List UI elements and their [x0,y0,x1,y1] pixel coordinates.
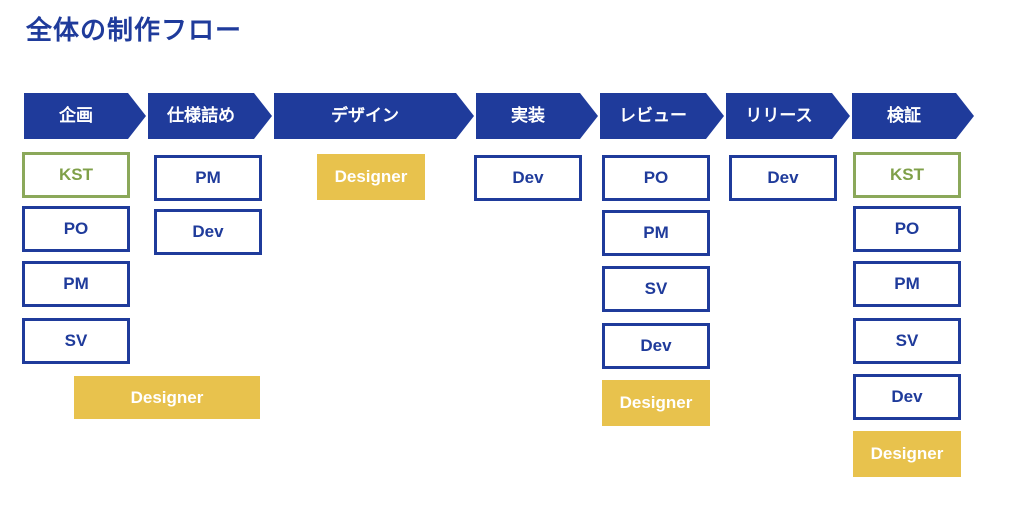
role-po: PO [602,155,710,201]
stage-label-jissou: 実装 [511,106,545,126]
stage-label-kikaku: 企画 [59,106,93,126]
stage-label-kenshou: 検証 [887,106,921,126]
role-dev: Dev [853,374,961,420]
role-dev: Dev [474,155,582,201]
role-pm: PM [22,261,130,307]
role-pm: PM [853,261,961,307]
role-kst: KST [22,152,130,198]
stage-label-release: リリース [745,106,813,126]
stage-arrow-review [600,93,724,139]
role-designer: Designer [317,154,425,200]
role-sv: SV [22,318,130,364]
role-designer: Designer [74,376,260,419]
role-sv: SV [602,266,710,312]
role-pm: PM [154,155,262,201]
role-dev: Dev [154,209,262,255]
stage-label-review: レビュー [619,106,687,126]
role-designer: Designer [853,431,961,477]
role-kst: KST [853,152,961,198]
stage-arrow-jissou [476,93,598,139]
stage-arrow-shiyou [148,93,272,139]
role-sv: SV [853,318,961,364]
stage-arrows [24,93,974,139]
page-title: 全体の制作フロー [26,16,243,46]
role-pm: PM [602,210,710,256]
role-dev: Dev [729,155,837,201]
stage-arrow-kikaku [24,93,146,139]
role-dev: Dev [602,323,710,369]
stage-arrow-kenshou [852,93,974,139]
stage-arrow-design [274,93,474,139]
stage-label-design: デザイン [331,106,399,126]
role-po: PO [22,206,130,252]
role-designer: Designer [602,380,710,426]
stage-arrow-release [726,93,850,139]
stage-label-shiyou: 仕様詰め [167,106,235,126]
role-po: PO [853,206,961,252]
